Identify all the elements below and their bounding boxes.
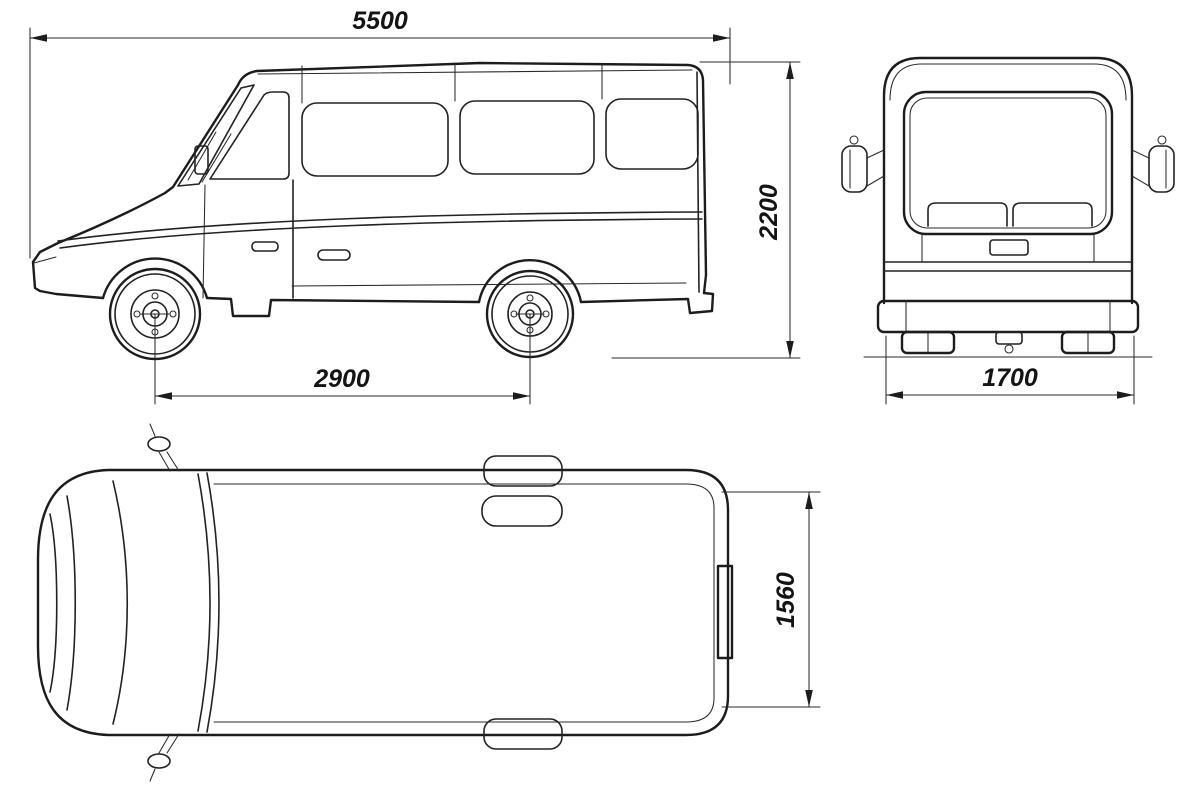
right-mirror <box>1131 135 1175 193</box>
tow-hitch <box>995 331 1023 345</box>
rear-window <box>902 90 1114 236</box>
wiper-icon <box>187 131 217 181</box>
wheelbase-label: 2900 <box>313 365 370 393</box>
side-body-outline <box>31 61 715 318</box>
top-body-outline <box>36 468 730 737</box>
front-wheels <box>863 330 1153 358</box>
top-left-mirror <box>147 423 180 472</box>
front-body-outline <box>882 56 1134 305</box>
roof-inner-line <box>213 483 715 723</box>
roof-rail <box>483 455 563 487</box>
body-moldings <box>57 211 703 287</box>
rear-step <box>716 564 734 660</box>
roof-fittings <box>481 455 734 750</box>
top-view <box>36 423 734 782</box>
side-windows <box>257 63 699 177</box>
dimension-overall-height: 2200 <box>611 61 801 359</box>
dimension-body-width: 1560 <box>721 491 821 708</box>
body-width-label: 1560 <box>772 572 800 628</box>
windshield-top <box>197 473 211 732</box>
license-plate <box>989 239 1029 256</box>
overall-width-label: 1700 <box>982 364 1038 392</box>
cab-door <box>202 91 294 299</box>
seat-back <box>1012 202 1093 227</box>
front-view <box>841 56 1175 358</box>
bumper <box>876 299 1140 354</box>
left-mirror <box>841 135 885 193</box>
dimension-overall-width: 1700 <box>885 335 1135 405</box>
roof-rail <box>483 718 563 750</box>
dimension-overall-length: 5500 <box>29 7 731 259</box>
overall-height-label: 2200 <box>755 184 783 241</box>
door-handle <box>251 241 279 252</box>
dimension-wheelbase: 2900 <box>140 313 545 405</box>
roof-hatch <box>481 495 563 527</box>
door-handle <box>317 249 351 261</box>
seat-back <box>927 202 1008 227</box>
side-view <box>31 61 715 361</box>
door-mirror-icon <box>194 145 209 175</box>
bottom-left-mirror <box>147 733 180 782</box>
windshield <box>177 84 255 187</box>
overall-length-label: 5500 <box>352 7 408 35</box>
windshield-base <box>112 480 129 725</box>
